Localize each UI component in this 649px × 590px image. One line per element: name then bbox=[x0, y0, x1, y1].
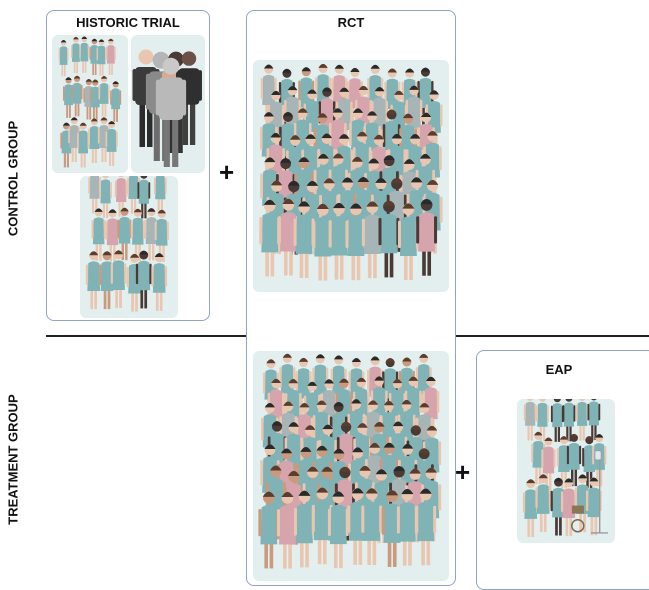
patient-crowd-icon bbox=[259, 63, 443, 281]
rct-treatment-panel bbox=[253, 351, 449, 581]
eap-title: EAP bbox=[545, 362, 573, 377]
rct-control-panel bbox=[253, 60, 449, 292]
patient-crowd-icon bbox=[58, 36, 122, 168]
historic-trial-title: HISTORIC TRIAL bbox=[76, 15, 180, 30]
historic-panel-plain-clothes bbox=[131, 35, 205, 173]
eap-panel bbox=[517, 399, 615, 543]
plus-sign-control: + bbox=[219, 157, 235, 187]
plus-sign-treatment: + bbox=[455, 457, 471, 487]
historic-panel-patients bbox=[52, 35, 128, 173]
patient-crowd-icon bbox=[258, 353, 442, 569]
patient-crowd-icon bbox=[522, 399, 608, 538]
historic-panel-mixed bbox=[80, 176, 178, 318]
rct-title: RCT bbox=[337, 15, 365, 30]
treatment-group-label: TREATMENT GROUP bbox=[5, 394, 21, 525]
historic-trial-box: HISTORIC TRIAL bbox=[46, 10, 210, 321]
control-group-label: CONTROL GROUP bbox=[5, 120, 21, 237]
patient-crowd-icon bbox=[85, 176, 169, 312]
eap-box: EAP bbox=[476, 350, 649, 590]
plain-clothes-people-icon bbox=[132, 49, 202, 167]
rct-box: RCT bbox=[246, 10, 456, 586]
